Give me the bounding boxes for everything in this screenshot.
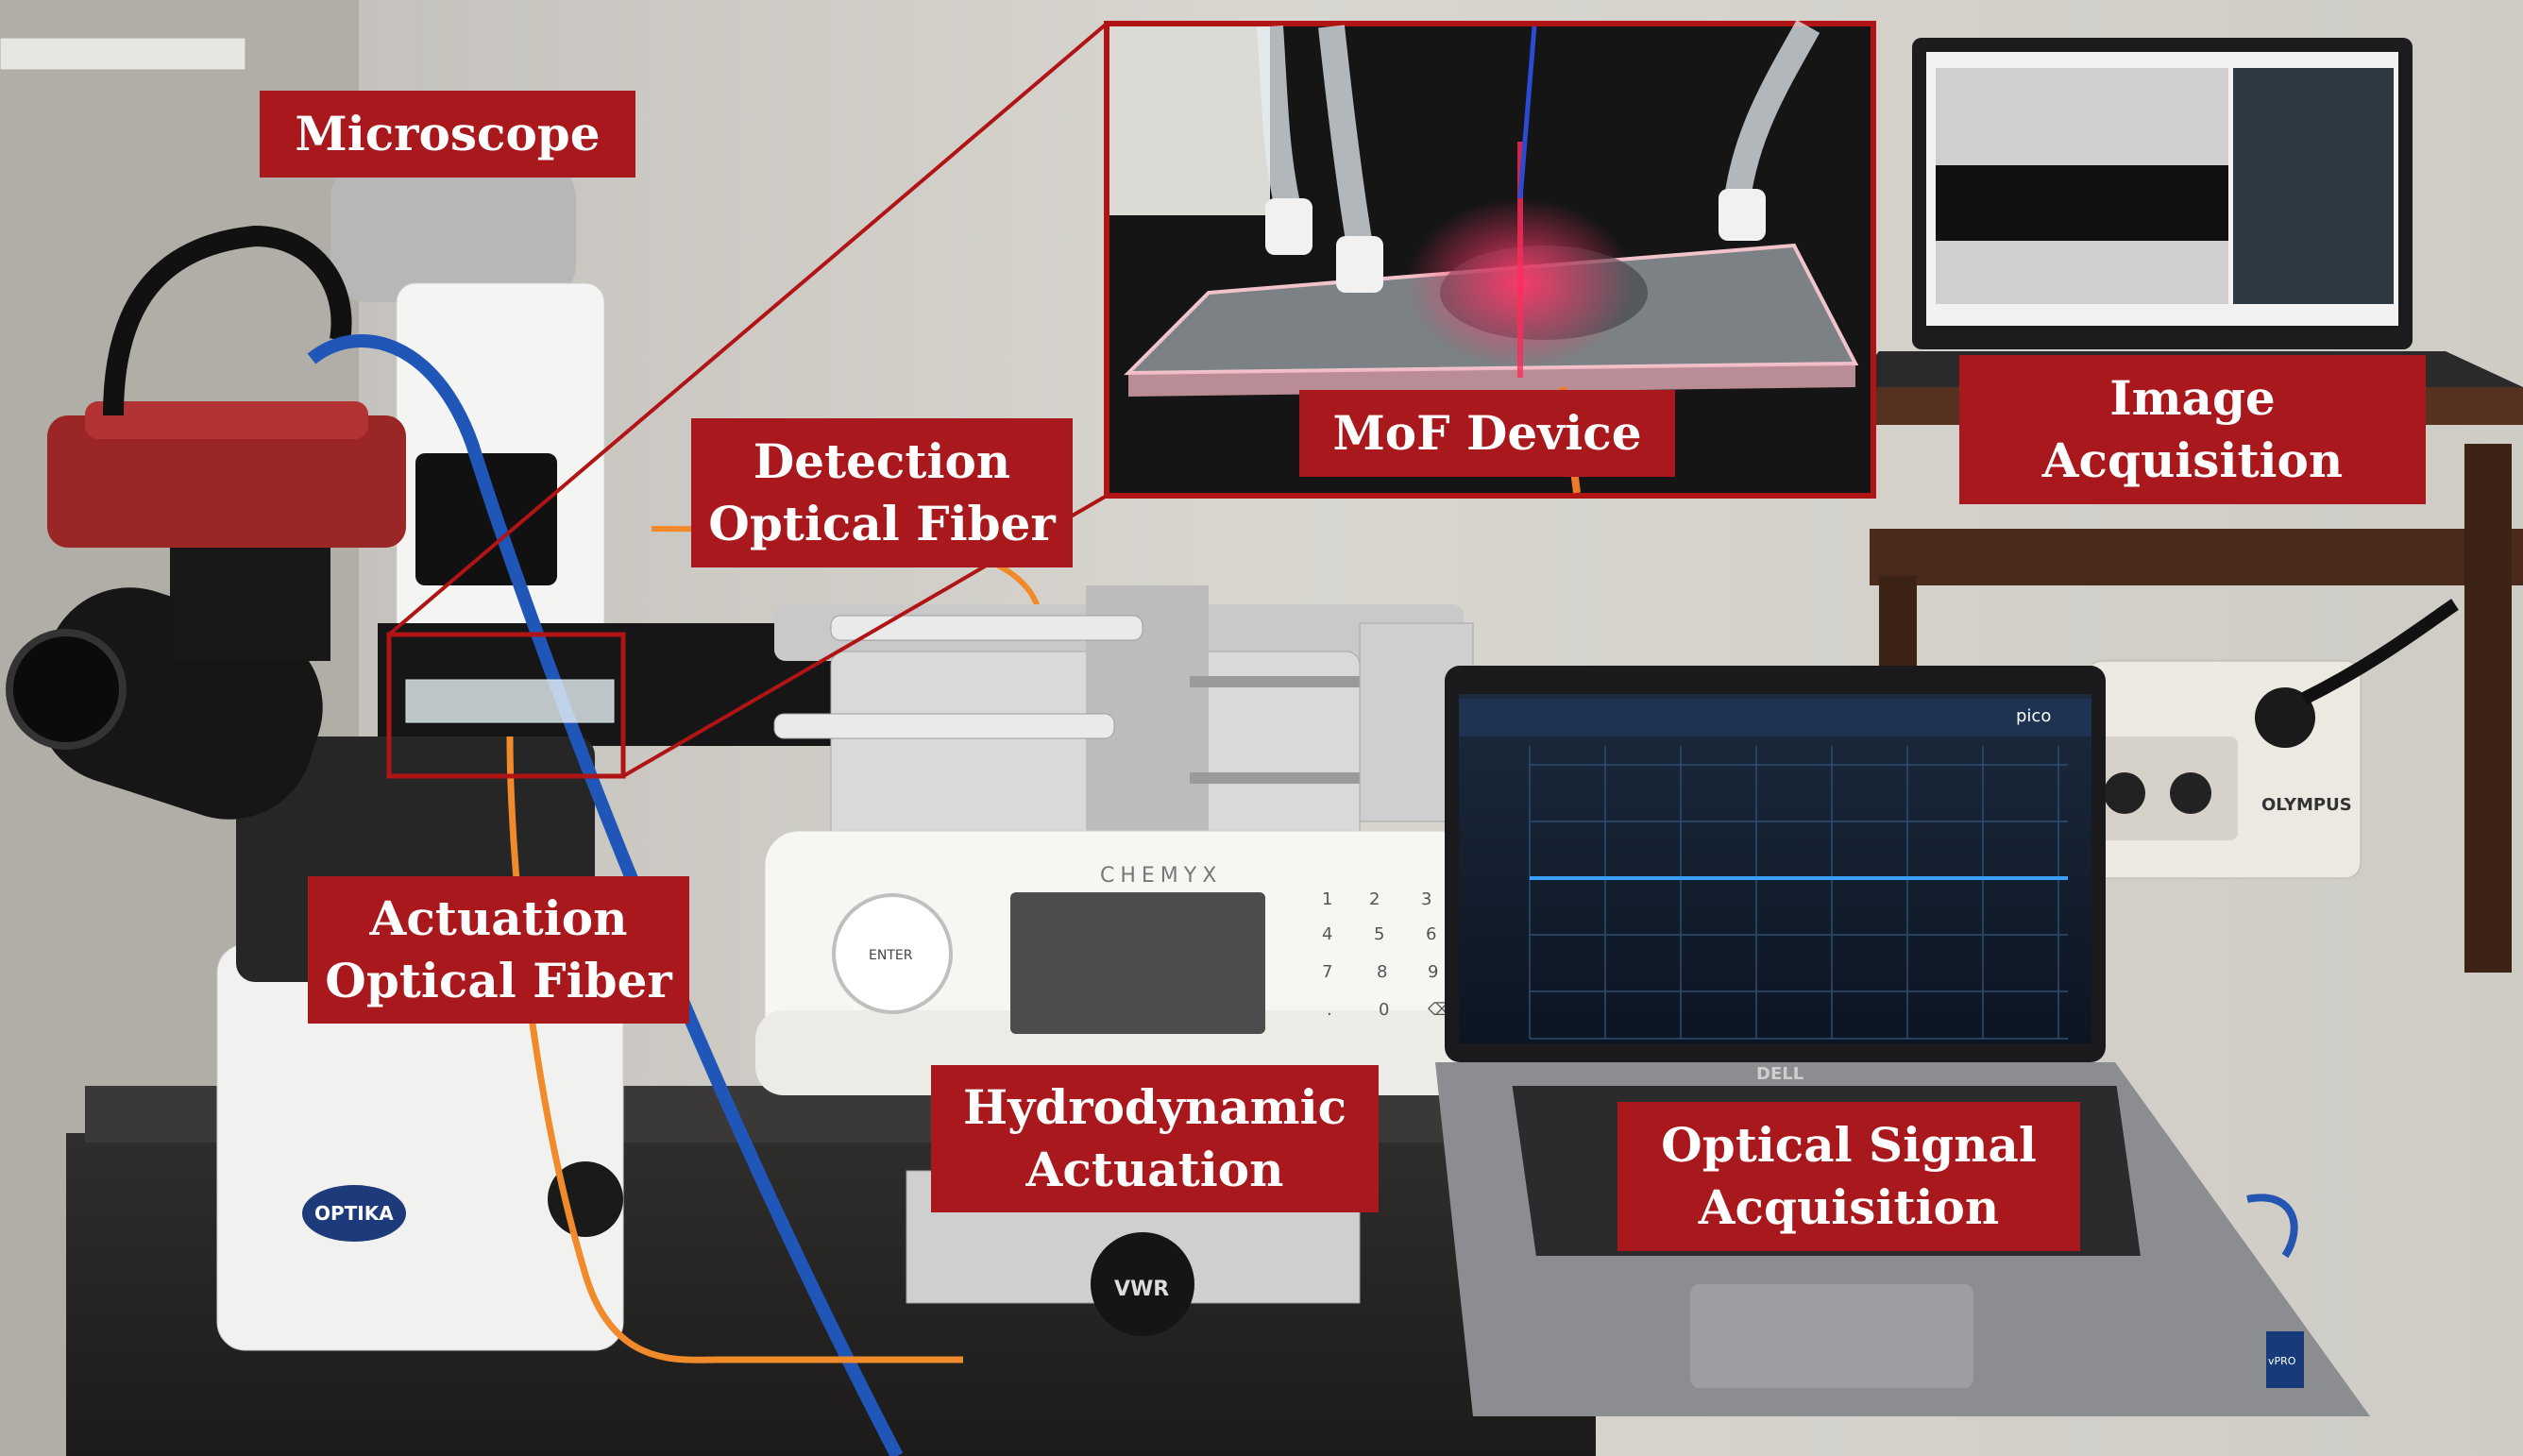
label-text: MoF Device	[1332, 405, 1642, 461]
keypad-key: 0	[1379, 1000, 1389, 1020]
clamp-knob	[1091, 1232, 1194, 1336]
label-text: Hydrodynamic	[962, 1079, 1347, 1135]
inset-fiber-blue	[1517, 25, 1537, 199]
inset-tube-2	[1318, 25, 1373, 248]
cpu-badge: vPRO	[2268, 1355, 2296, 1367]
syringe-barrel-2	[773, 713, 1115, 739]
inset-stage-wall	[1109, 26, 1270, 215]
microscope-head	[330, 161, 576, 302]
label-text: Acquisition	[2041, 432, 2344, 488]
label-text: Optical Fiber	[708, 496, 1056, 551]
camera-image-side	[2233, 68, 2394, 304]
eyepiece-lens	[6, 629, 127, 750]
label-text: Optical Signal	[1661, 1117, 2037, 1173]
inset-connector-2	[1336, 236, 1383, 293]
camera-body	[47, 415, 406, 548]
pump-lcd	[1010, 892, 1265, 1034]
label-text: Actuation	[1025, 1142, 1284, 1197]
camera-cable	[103, 225, 352, 416]
pump-enter-key: ENTER	[869, 948, 913, 963]
light-source-port	[2255, 687, 2315, 748]
label-text: Acquisition	[1698, 1179, 2000, 1235]
label-hydrodynamic-actuation: Hydrodynamic Actuation	[931, 1065, 1379, 1212]
inset-tube-3	[1724, 20, 1820, 201]
keypad-key: 2	[1369, 889, 1380, 909]
usb-cable-blue	[2246, 1194, 2298, 1259]
microscope-objective	[415, 453, 557, 585]
keypad-key: 3	[1421, 889, 1431, 909]
oscilloscope-grid	[1529, 746, 2068, 1040]
laptop-trackpad	[1690, 1284, 1973, 1388]
camera-top	[85, 401, 368, 439]
inset-tube-1	[1257, 25, 1302, 216]
label-text: Microscope	[295, 106, 601, 161]
cpu-sticker	[2266, 1331, 2304, 1388]
shelf-leg-right	[2464, 444, 2512, 973]
wooden-shelf	[1870, 529, 2523, 585]
microscope-logo-badge	[302, 1185, 406, 1242]
software-toolbar	[1459, 699, 2091, 736]
keypad-key: 8	[1377, 962, 1387, 982]
label-mof-device: MoF Device	[1299, 390, 1675, 477]
laptop-brand: DELL	[1756, 1064, 1803, 1084]
light-guide-cable	[2300, 599, 2459, 705]
zoom-line-top	[387, 22, 1109, 636]
keypad-key: 7	[1322, 962, 1332, 982]
inset-connector-1	[1265, 198, 1312, 255]
keypad-key: 1	[1322, 889, 1332, 909]
label-optical-signal-acquisition: Optical Signal Acquisition	[1617, 1102, 2080, 1251]
inset-connector-3	[1719, 189, 1766, 241]
orange-fiber-cable-actuation	[506, 736, 963, 1363]
syringe-barrel-1	[830, 615, 1143, 641]
software-brand: pico	[2016, 706, 2051, 726]
keypad-key: 4	[1322, 924, 1332, 944]
laptop-main-screen	[1459, 694, 2091, 1043]
microscope-brand: OPTIKA	[314, 1202, 394, 1225]
pipe	[0, 37, 246, 71]
light-source-brand: OLYMPUS	[2261, 795, 2352, 815]
mof-chip-on-stage	[405, 679, 615, 723]
label-image-acquisition: Image Acquisition	[1959, 355, 2426, 504]
blue-fiber-cable	[307, 334, 904, 1456]
light-source-knob-1	[2104, 772, 2145, 814]
light-source-panel	[2096, 736, 2238, 840]
light-source-knob-2	[2170, 772, 2211, 814]
label-microscope: Microscope	[260, 91, 635, 178]
keypad-key: 6	[1426, 924, 1436, 944]
label-actuation-optical-fiber: Actuation Optical Fiber	[308, 876, 689, 1024]
keypad-key: 5	[1374, 924, 1384, 944]
stage-highlight-box	[386, 632, 626, 779]
label-text: Image	[2109, 370, 2276, 426]
pump-nav-ring	[832, 893, 953, 1014]
camera-image-dark-band	[1936, 165, 2228, 241]
keypad-key: .	[1327, 1000, 1332, 1020]
camera-mount	[170, 548, 330, 661]
label-detection-optical-fiber: Detection Optical Fiber	[691, 418, 1073, 567]
keypad-key: 9	[1428, 962, 1438, 982]
pump-brand: CHEMYX	[1100, 864, 1222, 888]
label-text: Optical Fiber	[325, 953, 672, 1008]
label-text: Detection	[753, 433, 1011, 489]
clamp-brand: VWR	[1114, 1278, 1169, 1301]
inset-chip-edge	[1128, 364, 1855, 397]
label-text: Actuation	[369, 890, 628, 946]
